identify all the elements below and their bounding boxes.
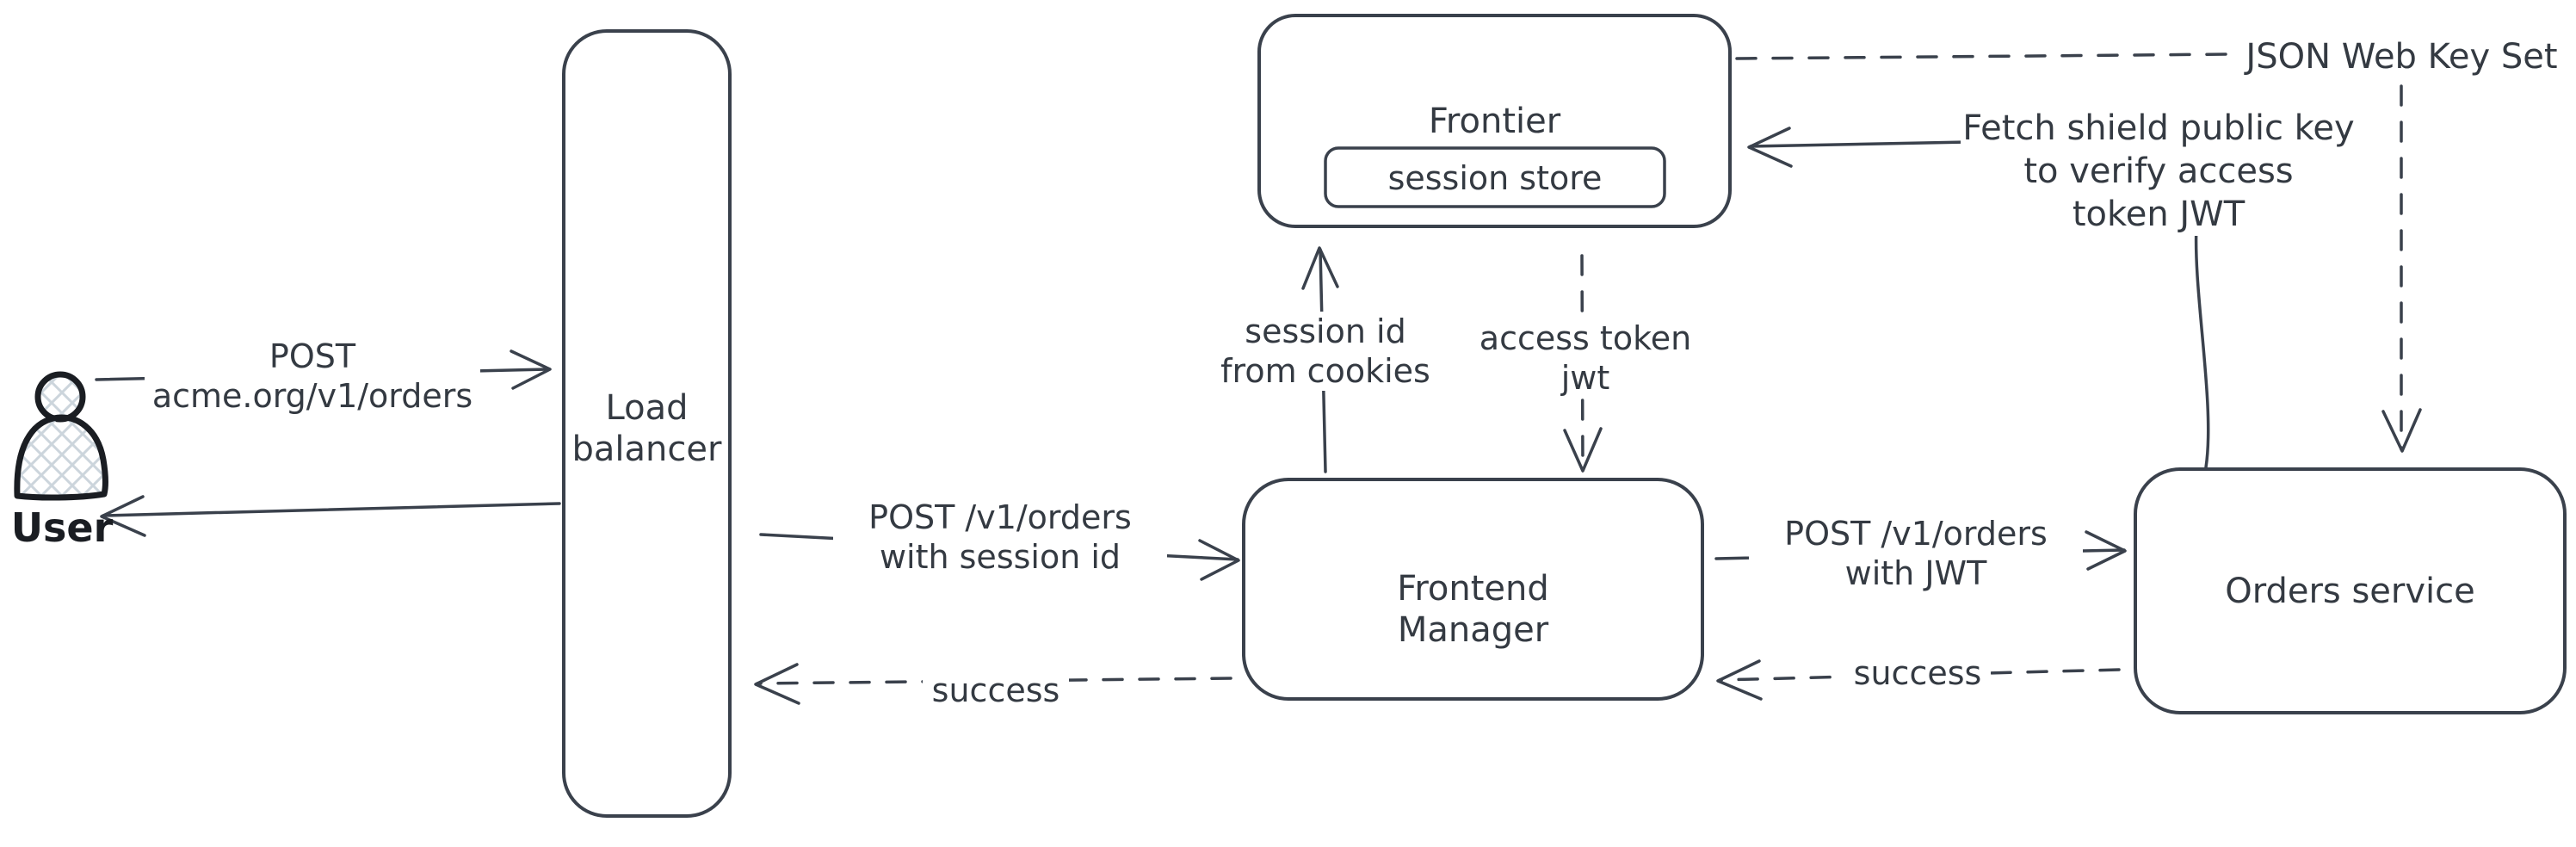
load-balancer-node [562,29,732,818]
user-label: User [10,504,114,551]
edge-label-access-token-jwt: access token jwt [1461,318,1710,398]
arrow-jwks-to-orders-service [2381,84,2422,453]
person-icon-body [14,414,108,501]
jwks-label: JSON Web Key Set [2236,36,2567,77]
edge-label-user-to-load-balancer: POST acme.org/v1/orders [145,337,480,416]
person-icon-head [34,371,86,423]
edge-label-success-lb: success [923,671,1069,710]
session-store-node [1324,146,1666,208]
frontend-manager-label: Frontend Manager [1397,569,1549,650]
edge-label-success-orders: success [1844,653,1991,693]
orders-service-label: Orders service [2225,572,2475,611]
load-balancer-label: Load balancer [571,388,722,469]
line-frontier-to-jwks [1735,53,2231,60]
arrow-load-balancer-to-user [100,495,561,537]
edge-label-fetch-shield-public-key: Fetch shield public key to verify access… [1961,107,2357,236]
person-icon [14,371,108,501]
arrow-orders-service-to-frontier [1747,127,2210,469]
arrow-frontier-to-frontend-manager [1563,254,1603,473]
edge-label-post-with-session-id: POST /v1/orders with session id [833,498,1167,577]
frontier-label: Frontier [1428,102,1561,141]
orders-service-node [2134,467,2567,714]
edge-label-session-id-from-cookies: session id from cookies [1201,312,1450,391]
frontend-manager-node [1242,478,1704,701]
edge-label-post-with-jwt: POST /v1/orders with JWT [1749,514,2083,593]
session-store-label: session store [1387,159,1603,197]
